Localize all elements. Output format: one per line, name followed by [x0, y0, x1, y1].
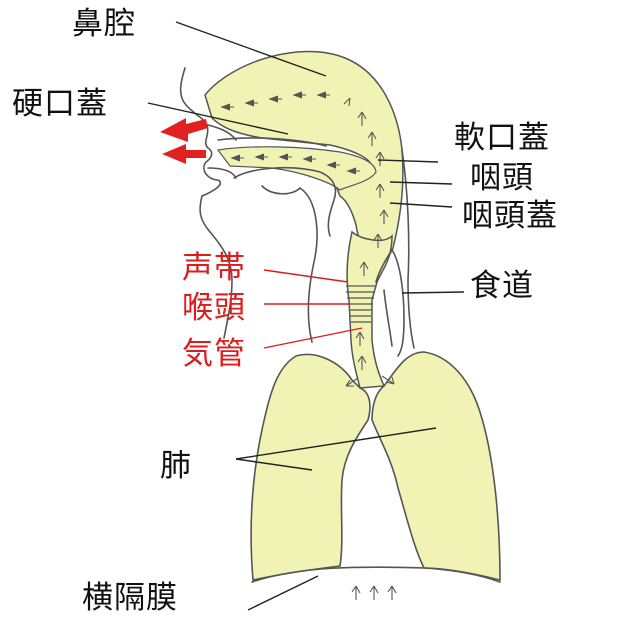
label-vocal-cords: 声帯: [182, 250, 246, 286]
leader-lung-left: [235, 458, 313, 471]
label-epiglottis: 咽頭蓋: [462, 198, 558, 234]
hard-palate-line: [217, 137, 327, 147]
nasal-arrows: [220, 91, 385, 166]
oral-arrows: [230, 153, 360, 175]
bronchi-arrows: [345, 375, 395, 387]
esophagus-outline: [375, 249, 405, 357]
leader-hard-palate: [147, 102, 289, 135]
label-diaphragm: 横隔膜: [82, 580, 178, 616]
body-outline: [179, 67, 501, 583]
right-lung-region: [371, 351, 501, 582]
airflow-arrows: [220, 91, 397, 600]
red-leader-lines: [263, 269, 363, 349]
pharynx-arrows: [355, 183, 389, 370]
leader-soft-palate: [377, 159, 439, 163]
left-lung-region: [250, 353, 371, 581]
label-nasal-cavity: 鼻腔: [72, 6, 136, 42]
esophagus-inner: [383, 289, 393, 347]
tracheal-rings: [346, 285, 375, 323]
tongue: [233, 166, 337, 237]
label-pharynx: 咽頭: [470, 160, 534, 196]
label-soft-palate: 軟口蓋: [454, 120, 550, 156]
leader-lines: [147, 21, 465, 611]
leader-vocal-cords: [263, 269, 349, 283]
exhale-arrows: [160, 118, 208, 164]
diaphragm-line: [251, 566, 501, 583]
leader-esophagus: [401, 291, 465, 294]
leader-pharynx: [389, 181, 453, 185]
lower-lip: [207, 167, 237, 179]
leader-diaphragm: [247, 575, 319, 611]
neck-front: [299, 187, 318, 343]
red-arrow-lower: [162, 144, 206, 164]
leader-epiglottis: [389, 202, 453, 208]
jaw-line: [261, 185, 301, 195]
neck-back: [401, 149, 415, 349]
label-lungs: 肺: [160, 448, 192, 484]
leader-trachea: [263, 327, 363, 349]
face-profile: [179, 67, 233, 339]
label-larynx: 喉頭: [182, 290, 246, 326]
label-esophagus: 食道: [470, 268, 534, 304]
label-hard-palate: 硬口蓋: [12, 86, 108, 122]
leader-lung-right: [235, 427, 437, 460]
leader-nasal: [175, 21, 327, 77]
label-trachea: 気管: [182, 336, 246, 372]
diaphragm-arrows: [351, 585, 397, 600]
red-arrow-upper: [160, 118, 208, 142]
